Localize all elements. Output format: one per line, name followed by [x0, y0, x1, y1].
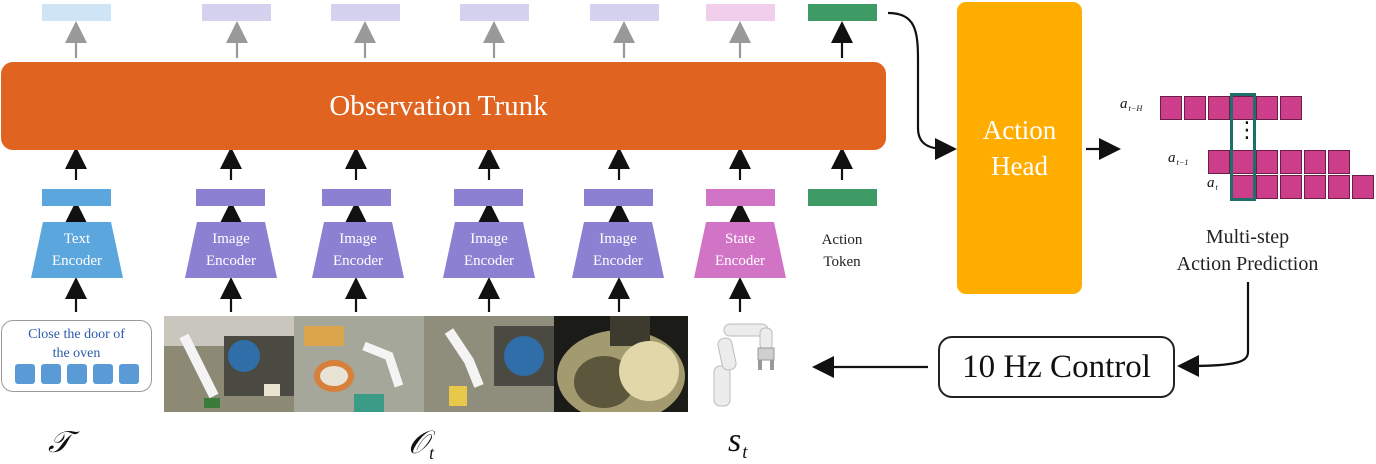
action-output-token — [808, 4, 877, 21]
text-token-chip — [67, 364, 87, 384]
action-cell — [1256, 175, 1278, 199]
action-token-label: Action Token — [821, 232, 863, 270]
action-cell — [1280, 96, 1302, 120]
camera-image-4 — [554, 316, 688, 412]
action-cell — [1328, 175, 1350, 199]
current-step-highlight — [1230, 93, 1256, 201]
camera-image-3 — [424, 316, 554, 412]
control-frequency-box: 10 Hz Control — [938, 336, 1175, 398]
state-symbol-subscript: t — [742, 441, 748, 463]
observation-symbol-script: 𝒪 — [408, 424, 429, 460]
action-cell — [1208, 150, 1230, 174]
action-cell — [1352, 175, 1374, 199]
action-cell — [1160, 96, 1182, 120]
image-encoder-label: Image Encoder — [206, 231, 256, 269]
text-token-chip — [93, 364, 113, 384]
action-head: Action Head — [957, 2, 1082, 294]
robot-arm-image — [700, 316, 790, 410]
image-encoder-1: Image Encoder — [185, 222, 277, 278]
text-embedding-token — [42, 189, 111, 206]
state-encoder: State Encoder — [694, 222, 786, 278]
action-token — [808, 189, 877, 206]
image-embedding-token-2 — [322, 189, 391, 206]
observation-trunk: Observation Trunk — [1, 62, 886, 150]
text-instruction-box: Close the door of the oven — [1, 320, 152, 392]
image-encoder-label: Image Encoder — [464, 231, 514, 269]
text-token-chip — [15, 364, 35, 384]
multi-step-prediction-label: Multi-step Action Prediction — [1176, 226, 1319, 275]
action-ellipsis: ⋮ — [1236, 118, 1258, 143]
observation-symbol-subscript: t — [429, 443, 435, 464]
text-token-chip — [41, 364, 61, 384]
observation-symbol: 𝒪t — [408, 424, 434, 464]
action-cell — [1304, 175, 1326, 199]
state-symbol-base: s — [728, 422, 742, 459]
action-cell — [1256, 96, 1278, 120]
image-encoder-label: Image Encoder — [333, 231, 383, 269]
action-cell — [1304, 150, 1326, 174]
image-encoder-2: Image Encoder — [312, 222, 404, 278]
action-cell — [1256, 150, 1278, 174]
action-head-label: Action Head — [982, 115, 1057, 181]
action-cell — [1208, 96, 1230, 120]
action-row-label-bottom: at — [1207, 175, 1218, 192]
state-encoder-label: State Encoder — [715, 231, 765, 269]
image-output-token-2 — [331, 4, 400, 21]
image-encoder-label: Image Encoder — [593, 231, 643, 269]
image-embedding-token-4 — [584, 189, 653, 206]
text-token-chip — [119, 364, 139, 384]
action-cell — [1328, 150, 1350, 174]
control-frequency-label: 10 Hz Control — [962, 348, 1151, 385]
state-output-token — [706, 4, 775, 21]
text-encoder-label: Text Encoder — [52, 231, 102, 269]
action-row-label-mid: at−1 — [1168, 150, 1189, 167]
text-symbol-script: 𝒯 — [48, 426, 71, 459]
text-output-token — [42, 4, 111, 21]
action-cell — [1280, 175, 1302, 199]
observation-trunk-label: Observation Trunk — [329, 89, 548, 122]
action-row-label-top: at−H — [1120, 96, 1143, 113]
action-cell — [1280, 150, 1302, 174]
image-embedding-token-1 — [196, 189, 265, 206]
image-output-token-3 — [460, 4, 529, 21]
image-output-token-1 — [202, 4, 271, 21]
image-output-token-4 — [590, 4, 659, 21]
image-encoder-3: Image Encoder — [443, 222, 535, 278]
image-embedding-token-3 — [454, 189, 523, 206]
action-cell — [1184, 96, 1206, 120]
text-instruction: Close the door of the oven — [28, 327, 125, 361]
text-symbol: 𝒯 — [48, 426, 71, 460]
camera-image-1 — [164, 316, 294, 412]
camera-image-2 — [294, 316, 424, 412]
state-symbol: st — [728, 422, 747, 464]
image-encoder-4: Image Encoder — [572, 222, 664, 278]
state-embedding-token — [706, 189, 775, 206]
text-encoder: Text Encoder — [31, 222, 123, 278]
